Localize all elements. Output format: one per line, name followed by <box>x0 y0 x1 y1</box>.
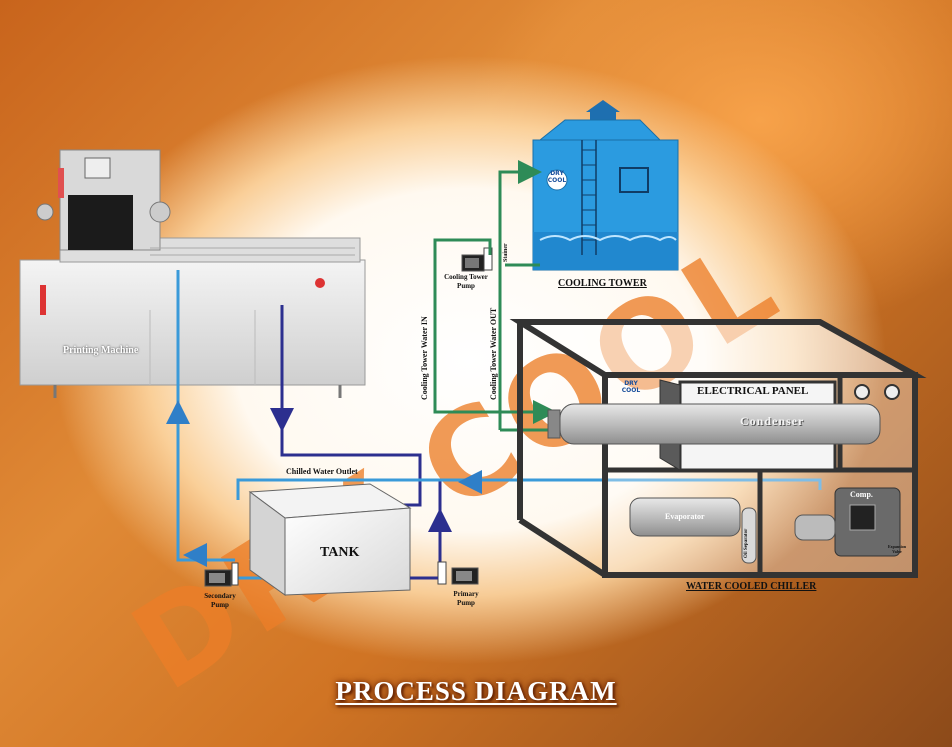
compressor-label: Comp. <box>850 490 873 499</box>
cooling-tower <box>532 100 679 271</box>
cooling-tower-pump <box>461 247 493 272</box>
logo-cooling-tower: DRY COOL <box>546 170 568 184</box>
primary-pump-label: Primary Pump <box>453 590 479 607</box>
logo-top: DRY <box>624 380 638 387</box>
ct-water-in-label: Cooling Tower Water IN <box>420 316 429 400</box>
ct-water-out-label: Cooling Tower Water OUT <box>489 307 498 400</box>
secondary-pump-label: Secondary Pump <box>204 592 236 609</box>
logo-bottom: COOL <box>547 177 567 184</box>
chilled-water-outlet-label: Chilled Water Outlet <box>286 467 358 476</box>
electrical-panel-label: ELECTRICAL PANEL <box>697 385 809 397</box>
tank-label: TANK <box>320 545 360 560</box>
compressor <box>794 487 901 557</box>
secondary-pump <box>204 562 239 587</box>
evaporator-label: Evaporator <box>665 512 705 521</box>
condenser <box>547 403 881 445</box>
printing-machine-label: Printing Machine <box>63 345 139 356</box>
page-title: PROCESS DIAGRAM <box>335 676 617 706</box>
tank <box>248 483 412 596</box>
logo-chiller: DRY COOL <box>620 380 642 394</box>
expansion-valve-label: Expansion Valve <box>887 544 906 554</box>
primary-pump <box>410 561 479 585</box>
oil-separator-label: Oil Separator <box>744 528 749 558</box>
process-water-pipes <box>166 270 822 580</box>
oil-separator <box>741 507 757 564</box>
logo-top: DRY <box>550 170 564 177</box>
cooling-tower-label: COOLING TOWER <box>558 278 647 289</box>
cooling-water-loop <box>433 160 557 432</box>
condenser-label: Condenser <box>740 414 805 428</box>
water-cooled-chiller-label: WATER COOLED CHILLER <box>686 581 817 592</box>
evaporator <box>629 497 741 537</box>
printing-machine <box>19 149 366 398</box>
logo-bottom: COOL <box>621 387 641 394</box>
strainer-label: Stainer <box>503 243 509 262</box>
cooling-tower-pump-label: Cooling Tower Pump <box>444 273 488 290</box>
